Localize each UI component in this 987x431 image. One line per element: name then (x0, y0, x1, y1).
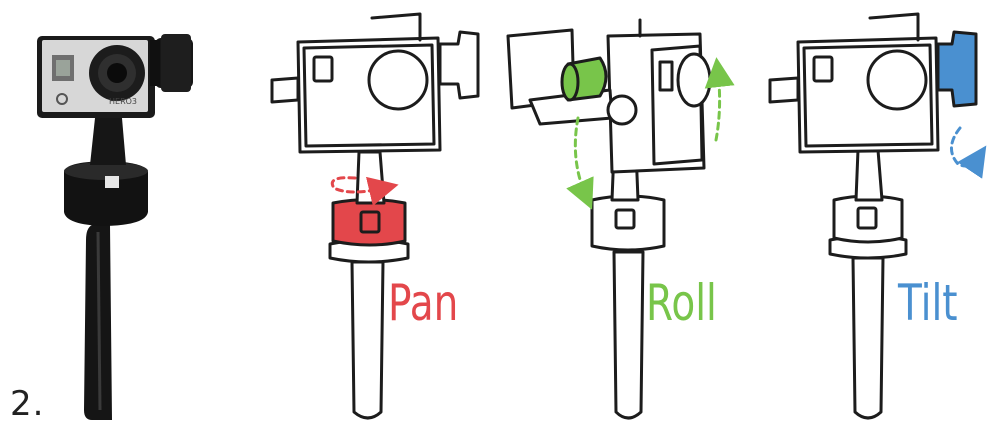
tilt-rotation-arrow (951, 128, 978, 166)
photo-model-text: HERO3 (109, 97, 137, 106)
roll-rotation-arrow-up (716, 72, 720, 140)
roll-axis-drawing (508, 20, 720, 418)
tilt-handle (853, 258, 883, 418)
roll-rotation-arrow-down (575, 118, 586, 196)
tilt-motor-highlight (938, 32, 976, 106)
tilt-label: Tilt (898, 278, 958, 328)
tilt-axis-drawing (770, 14, 978, 418)
pan-label: Pan (388, 278, 458, 328)
photo-arm (90, 118, 126, 165)
gimbal-photo: HERO3 (37, 34, 193, 420)
pan-handle (352, 262, 383, 418)
roll-handle (614, 252, 643, 418)
tilt-camera-body (798, 38, 938, 152)
roll-label: Roll (646, 278, 717, 328)
pan-camera-body (298, 38, 440, 152)
pan-axis-drawing (272, 14, 478, 418)
step-number: 2. (10, 384, 44, 424)
